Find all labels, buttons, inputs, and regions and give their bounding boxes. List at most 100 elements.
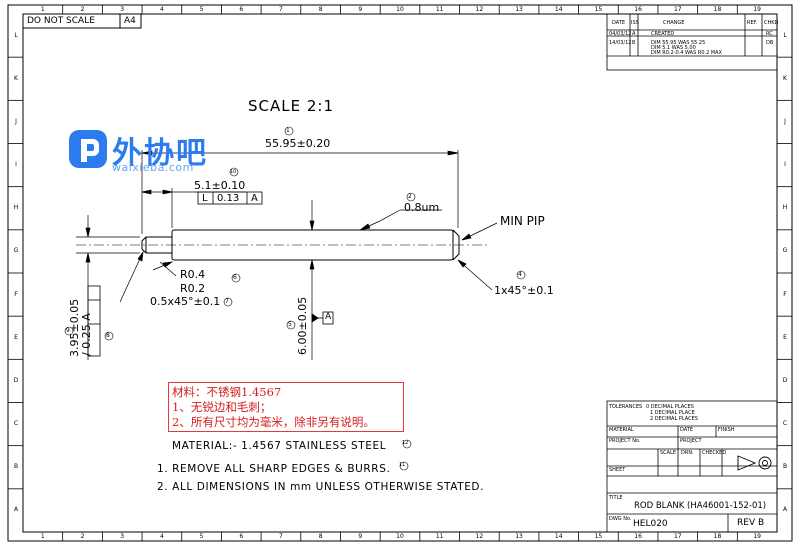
zone-row-label: G (13, 247, 19, 255)
left-chamfer-text: 0.5x45°±0.1 (150, 295, 221, 308)
rev-row-1-date: 04/03/12 (609, 31, 632, 37)
zone-col-label: 4 (159, 6, 164, 13)
zone-col-label: 18 (713, 6, 722, 13)
rev-row-1-chkd: RC (766, 31, 773, 37)
zone-row-label: D (13, 376, 19, 384)
zone-col-label: 17 (673, 533, 682, 540)
shoulder-fcf-tolerance: 0.13 (217, 193, 240, 204)
tb-sheet-label: SHEET (609, 467, 626, 473)
zone-col-label: 14 (554, 533, 563, 540)
zone-col-label: 12 (475, 6, 484, 13)
zone-col-label: 17 (673, 6, 682, 13)
revision-table (606, 13, 778, 71)
pip-label: MIN PIP (500, 214, 545, 228)
watermark-url: waixieba.com (112, 161, 194, 174)
datum-a-text: A (325, 312, 332, 322)
shoulder-fcf (197, 191, 263, 205)
zone-row-label: G (782, 247, 788, 255)
do-not-scale-label: DO NOT SCALE (27, 16, 95, 26)
zone-col-label: 19 (753, 6, 761, 13)
zone-row-label: B (782, 463, 788, 471)
zone-col-label: 2 (80, 533, 85, 540)
zone-col-label: 3 (120, 6, 125, 13)
zone-col-label: 15 (594, 6, 603, 13)
chinese-note-1: 1、无锐边和毛刺； (172, 400, 272, 414)
shoulder-fcf-symbol: L (202, 193, 208, 204)
balloon-2: 2 (408, 193, 412, 200)
tb-title-label: TITLE (609, 495, 623, 501)
zone-row-label: L (14, 31, 18, 39)
zone-col-label: 9 (358, 533, 363, 540)
zone-col-label: 9 (358, 6, 363, 13)
main-dia-text: 6.00±0.05 (296, 296, 309, 355)
tb-scale-label: SCALE (660, 450, 677, 456)
rev-header-date: DATE (612, 20, 626, 26)
balloons (64, 126, 526, 471)
rev-row-1-change: CREATED (651, 31, 675, 37)
zone-col-label: 3 (120, 533, 125, 540)
tb-drn-label: DRN. (681, 450, 694, 456)
zone-row-label: J (784, 117, 786, 125)
zone-col-label: 15 (594, 533, 603, 540)
left-chamfer-leader (119, 250, 144, 303)
zone-row-label: K (14, 74, 18, 82)
zone-col-label: 11 (435, 533, 444, 540)
surface-finish-leader (359, 209, 442, 231)
zone-row-label: A (13, 506, 19, 514)
tb-material-label: MATERIAL (609, 427, 634, 433)
zone-row-label: C (13, 420, 19, 428)
zone-col-label: 14 (554, 6, 563, 13)
rev-header-change: CHANGE (663, 20, 685, 26)
zone-col-label: 10 (396, 533, 404, 540)
zone-col-label: 6 (239, 533, 244, 540)
zone-col-label: 1 (40, 6, 45, 13)
zone-col-label: 4 (159, 533, 164, 540)
rev-row-2-change-2: DIM 5.1 WAS 5.00 (651, 45, 696, 51)
zone-col-label: 7 (279, 533, 283, 540)
radius-leader (152, 261, 177, 277)
pip-leader (461, 222, 498, 241)
tb-project-no-label: PROJECT No. (609, 438, 641, 444)
zone-row-label: C (782, 420, 788, 428)
rev-header-iss: ISS (631, 20, 639, 26)
balloon-12: 12 (402, 440, 409, 446)
zone-row-label: L (783, 31, 787, 39)
rev-row-2-date: 14/03/12 (609, 40, 632, 46)
projection-symbol-icon (737, 455, 772, 471)
right-chamfer-leader (457, 259, 493, 291)
header-box (22, 13, 142, 29)
tb-tol-1: 1 DECIMAL PLACE (650, 410, 695, 416)
note-2: 2. ALL DIMENSIONS IN mm UNLESS OTHERWISE… (157, 481, 485, 493)
small-dia-fcf-symbol: / (80, 352, 93, 356)
scale-label: SCALE 2:1 (248, 97, 334, 115)
tb-dwg-value: HEL020 (633, 519, 668, 529)
radius-min-text: R0.2 (180, 282, 206, 295)
rev-row-1-iss: A (632, 31, 636, 37)
balloon-9: 9 (66, 327, 70, 334)
chinese-note-material: 材料：不锈钢1.4567 (172, 385, 282, 399)
zone-row-label: F (14, 290, 18, 298)
zone-col-label: 16 (634, 533, 642, 540)
small-dia-dimension (76, 215, 140, 360)
small-dia-fcf-tol: 0.25 (80, 324, 93, 349)
zone-col-label: 5 (199, 533, 204, 540)
zone-col-label: 8 (318, 533, 323, 540)
zone-col-label: 6 (239, 6, 244, 13)
length-dimension-text: 55.95±0.20 (265, 137, 331, 150)
rev-row-2-change-1: DIM 55.95 WAS 55.25 (651, 40, 706, 46)
zone-row-label: E (783, 333, 787, 341)
radius-max-text: R0.4 (180, 268, 206, 281)
small-dia-fcf-text: / 0.25 A (80, 286, 93, 356)
tb-rev-value: REV B (737, 518, 765, 528)
zone-col-label: 2 (80, 6, 85, 13)
shoulder-dimension-text: 5.1±0.10 (194, 179, 246, 192)
shoulder-fcf-datum: A (251, 193, 258, 204)
rev-row-2-chkd: DB (766, 40, 774, 46)
note-1: 1. REMOVE ALL SHARP EDGES & BURRS. (157, 463, 391, 475)
balloon-8: 8 (106, 332, 110, 339)
zone-col-label: 13 (515, 533, 523, 540)
balloon-4: 4 (518, 271, 522, 278)
zone-col-label: 19 (753, 533, 761, 540)
balloon-5: 5 (288, 321, 292, 328)
